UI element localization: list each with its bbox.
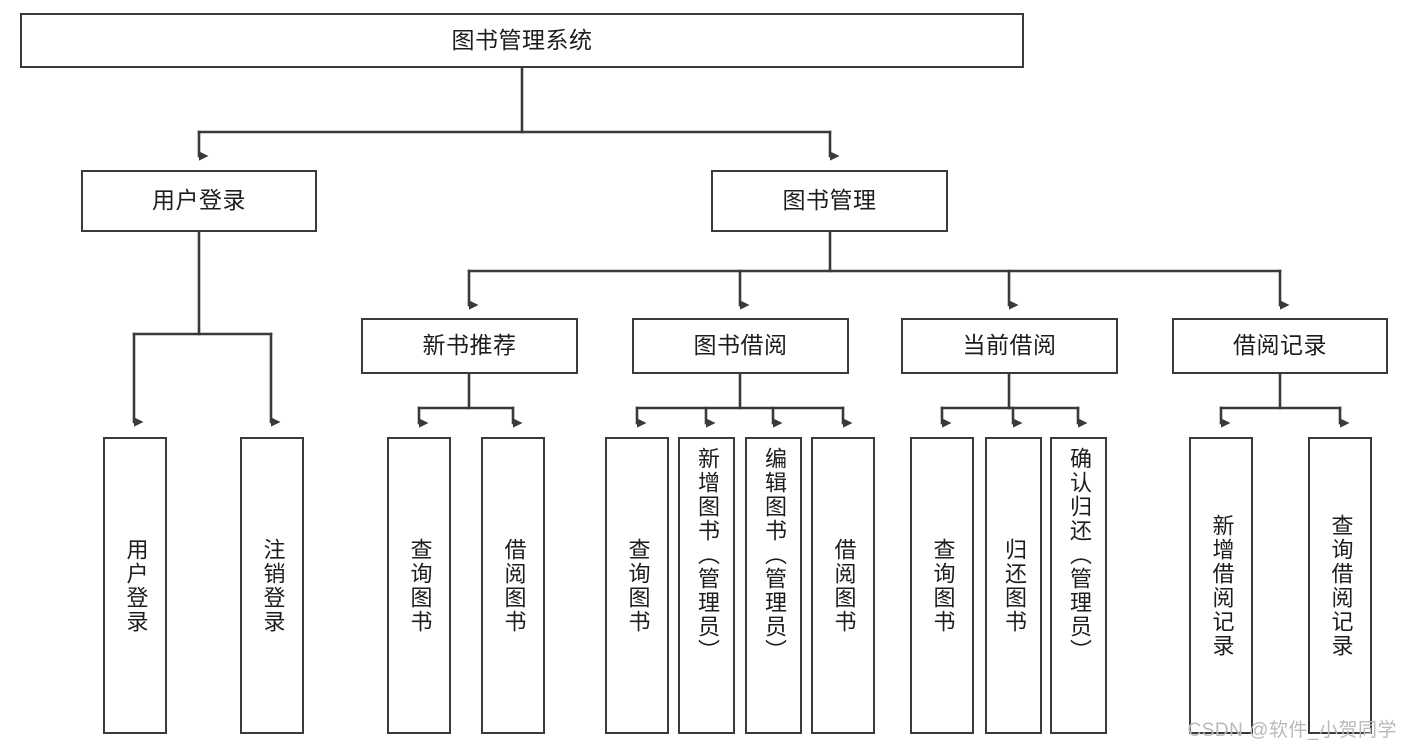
node-leaf-confirm-return[interactable]: 确认归还（管理员）	[1050, 437, 1107, 734]
node-leaf-query-book-1[interactable]: 查询图书	[387, 437, 451, 734]
node-leaf-borrow-book-1[interactable]: 借阅图书	[481, 437, 545, 734]
node-label: 借阅图书	[831, 537, 857, 634]
node-label: 用户登录	[152, 187, 246, 214]
node-new-book-recommend[interactable]: 新书推荐	[361, 318, 578, 374]
node-label: 借阅图书	[501, 537, 527, 634]
node-label: 图书管理系统	[451, 26, 593, 53]
node-leaf-borrow-book-2[interactable]: 借阅图书	[811, 437, 875, 734]
node-borrow-record[interactable]: 借阅记录	[1172, 318, 1388, 374]
node-label: 查询图书	[407, 537, 433, 634]
node-label: 确认归还（管理员）	[1066, 447, 1092, 663]
node-label: 注销登录	[260, 537, 286, 634]
node-leaf-user-login[interactable]: 用户登录	[103, 437, 167, 734]
node-label: 查询借阅记录	[1328, 513, 1354, 658]
node-leaf-query-borrow-record[interactable]: 查询借阅记录	[1308, 437, 1372, 734]
node-label: 归还图书	[1001, 537, 1027, 634]
node-label: 图书借阅	[693, 332, 788, 359]
node-user-login[interactable]: 用户登录	[81, 170, 317, 232]
node-leaf-logout[interactable]: 注销登录	[240, 437, 304, 734]
node-leaf-add-borrow-record[interactable]: 新增借阅记录	[1189, 437, 1253, 734]
node-book-borrow[interactable]: 图书借阅	[632, 318, 849, 374]
node-label: 查询图书	[930, 537, 956, 634]
node-leaf-query-book-3[interactable]: 查询图书	[910, 437, 974, 734]
node-root-system[interactable]: 图书管理系统	[20, 13, 1024, 68]
node-leaf-return-book[interactable]: 归还图书	[985, 437, 1042, 734]
node-book-manage[interactable]: 图书管理	[711, 170, 948, 232]
node-label: 借阅记录	[1233, 332, 1327, 359]
node-label: 新书推荐	[422, 332, 517, 359]
node-leaf-query-book-2[interactable]: 查询图书	[605, 437, 669, 734]
node-label: 用户登录	[123, 537, 149, 634]
node-label: 新增图书（管理员）	[694, 447, 720, 663]
node-label: 查询图书	[625, 537, 651, 634]
node-label: 当前借阅	[962, 332, 1057, 359]
node-label: 图书管理	[782, 187, 877, 214]
node-label: 编辑图书（管理员）	[761, 447, 787, 663]
watermark: CSDN @软件_小贺同学	[1187, 720, 1397, 741]
node-leaf-add-book[interactable]: 新增图书（管理员）	[678, 437, 735, 734]
node-leaf-edit-book[interactable]: 编辑图书（管理员）	[745, 437, 802, 734]
node-current-borrow[interactable]: 当前借阅	[901, 318, 1118, 374]
node-label: 新增借阅记录	[1209, 513, 1235, 658]
